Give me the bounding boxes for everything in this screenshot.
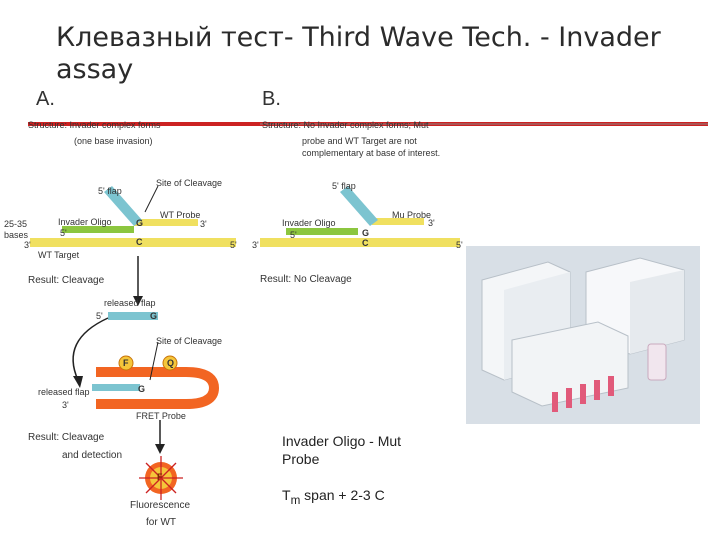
flap-a: [104, 186, 142, 226]
panel-a-wt-target: WT Target: [38, 250, 80, 260]
released-flap-label: released flap: [104, 298, 156, 308]
invader-oligo-strand-a: [62, 226, 134, 233]
panel-a-label: A.: [36, 88, 55, 110]
panel-a-wt-probe: WT Probe: [160, 210, 201, 220]
notes-line-2: Probe: [282, 451, 320, 467]
result-cleavage-detection-2: and detection: [62, 450, 123, 461]
quencher-q: [162, 355, 178, 371]
panel-a-structure-sub: (one base invasion): [74, 136, 153, 146]
arrow-a2-head: [155, 444, 165, 454]
released-flap-label-2: released flap: [38, 387, 90, 397]
panel-a-structure-label: Structure: Invader complex forms: [28, 120, 161, 130]
result-cleavage-detection-1: Result: Cleavage: [28, 432, 105, 443]
cleavage-pointer-a: [144, 185, 159, 213]
quencher-label: Q: [167, 358, 175, 368]
panel-a-site-of-cleavage-2: Site of Cleavage: [156, 336, 223, 346]
tm-subscript: m: [290, 493, 301, 507]
panel-b-base-g: G: [362, 228, 370, 238]
fret-base-g: G: [138, 384, 146, 394]
curved-arrow-a-head: [73, 376, 83, 388]
mu-probe-strand-b: [372, 218, 424, 225]
panel-a-probe-3prime: 3': [200, 219, 207, 229]
fret-probe-hairpin: [96, 367, 220, 409]
notes-block: Invader Oligo - Mut Probe Tm span + 2-3 …: [282, 432, 482, 510]
fluorescence-label-1: Fluorescence: [130, 500, 191, 511]
panel-b-result-no-cleavage: Result: No Cleavage: [260, 274, 352, 285]
panel-b-oligo-5prime: 5': [290, 230, 297, 240]
panel-a-target-3prime: 3': [24, 240, 31, 250]
panel-b-invader-oligo: Invader Oligo: [282, 218, 336, 228]
tm-rest: span + 2-3 C: [300, 487, 385, 503]
wt-probe-strand-a: [134, 219, 198, 226]
fluorescence-star: [139, 456, 183, 500]
released-flap-5prime: 5': [96, 311, 103, 321]
product-photo-graphics: [466, 246, 700, 424]
fluorescence-label-2: for WT: [146, 517, 176, 528]
notes-line-1: Invader Oligo - Mut: [282, 433, 402, 449]
bases-label-1: 25-35: [4, 219, 28, 229]
panel-b-target-3prime: 3': [252, 240, 259, 250]
panel-a-site-of-cleavage: Site of Cleavage: [156, 178, 223, 188]
wt-target-strand-a: [30, 238, 236, 247]
panel-b-target-5prime: 5': [456, 240, 463, 250]
panel-b-structure-sub-2: complementary at base of interest.: [302, 148, 441, 158]
released-flap-base-g: G: [150, 311, 158, 321]
fret-3prime: 3': [62, 400, 69, 410]
panel-a-target-5prime: 5': [230, 240, 237, 250]
panel-a-result-cleavage: Result: Cleavage: [28, 275, 105, 286]
panel-a-base-c: C: [136, 237, 143, 247]
wt-target-strand-b: [260, 238, 460, 247]
fluorophore-f: [118, 355, 134, 371]
panel-a-invader-oligo: Invader Oligo: [58, 217, 112, 227]
curved-arrow-a: [72, 317, 109, 381]
released-flap-bound: [92, 384, 140, 391]
tm-prefix: T: [282, 487, 291, 503]
fluorescence-star-label: F: [157, 472, 163, 482]
panel-b-mu-probe: Mu Probe: [392, 210, 432, 220]
panel-b-label: B.: [262, 88, 281, 110]
arrow-a1-head: [133, 296, 143, 306]
fluorophore-label: F: [123, 358, 129, 368]
panel-b-structure-sub-1: probe and WT Target are not: [302, 136, 417, 146]
panel-a-oligo-5prime: 5': [60, 228, 67, 238]
panel-b-probe-3prime: 3': [428, 218, 435, 228]
panel-b-base-c: C: [362, 238, 369, 248]
bases-label-2: bases: [4, 230, 29, 240]
panel-a-flap-label: 5' flap: [98, 186, 122, 196]
panel-a-base-g: G: [136, 218, 144, 228]
tm-span-note: Tm span + 2-3 C: [282, 486, 482, 510]
released-flap-a: [108, 312, 158, 320]
fret-probe-label: FRET Probe: [136, 411, 186, 421]
slide-title: Клевазный тест- Third Wave Tech. - Invad…: [56, 22, 661, 85]
flap-b: [340, 186, 378, 226]
cleavage-pointer-a2: [149, 341, 159, 381]
product-photo: [466, 246, 700, 424]
panel-b-structure-label: Structure: No Invader complex forms; Mut: [262, 120, 429, 130]
panel-b-flap-label: 5' flap: [332, 181, 356, 191]
invader-oligo-strand-b: [286, 228, 358, 235]
